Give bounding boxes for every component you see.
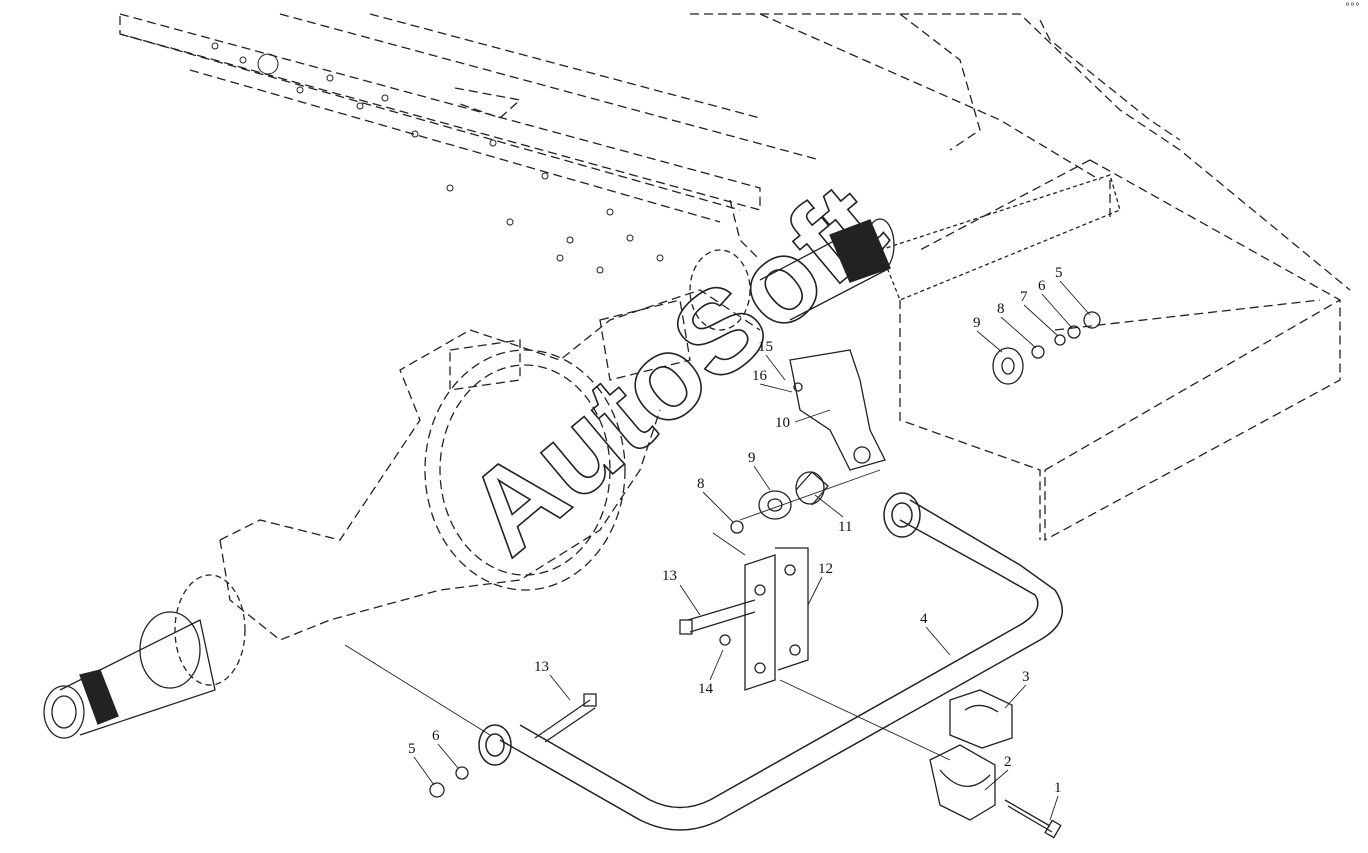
callout-15: 15	[758, 339, 773, 355]
callout-13: 13	[662, 568, 677, 584]
frame-rail-holes	[211, 42, 664, 274]
bolt-13-upper	[679, 599, 756, 635]
callout-labels: 1 2 3 4 5 5 6 6 7 8 8 9 9 10 11 12 13 13…	[408, 265, 1063, 796]
right-spindle	[689, 218, 895, 331]
callout-leaders	[413, 280, 1091, 821]
callout-7: 7	[1020, 289, 1028, 305]
hardware	[429, 311, 1101, 798]
left-spindle	[43, 574, 246, 739]
callout-6: 6	[1038, 278, 1046, 294]
callout-5: 5	[408, 741, 416, 757]
callout-16: 16	[752, 368, 768, 384]
callout-9: 9	[748, 450, 756, 466]
axle-housing	[219, 289, 761, 641]
callout-8: 8	[697, 476, 705, 492]
rubber-bush	[949, 689, 1013, 749]
watermark: AutoSoft	[442, 159, 908, 580]
callout-6: 6	[432, 728, 440, 744]
callout-2: 2	[1004, 754, 1012, 770]
callout-5: 5	[1055, 265, 1063, 281]
callout-12: 12	[818, 561, 833, 577]
callout-14: 14	[698, 681, 714, 697]
callout-4: 4	[920, 611, 928, 627]
anti-roll-bar	[478, 492, 1063, 831]
callout-9: 9	[973, 315, 981, 331]
leader-lines	[344, 469, 951, 761]
upper-bracket	[789, 349, 886, 471]
callout-8: 8	[997, 301, 1005, 317]
callout-13: 13	[534, 659, 549, 675]
frame-rail-left	[119, 13, 821, 261]
callout-10: 10	[775, 415, 790, 431]
crossmember	[879, 174, 1321, 540]
callout-3: 3	[1022, 669, 1030, 685]
bolt-13-lower	[534, 693, 597, 743]
bolt-1	[1004, 799, 1062, 839]
callout-1: 1	[1054, 780, 1062, 796]
frame-rail-right	[690, 13, 1351, 542]
clamp	[929, 744, 996, 821]
link-bracket	[744, 547, 809, 691]
callout-11: 11	[838, 519, 852, 535]
corner-mark: °°°	[1345, 2, 1360, 13]
